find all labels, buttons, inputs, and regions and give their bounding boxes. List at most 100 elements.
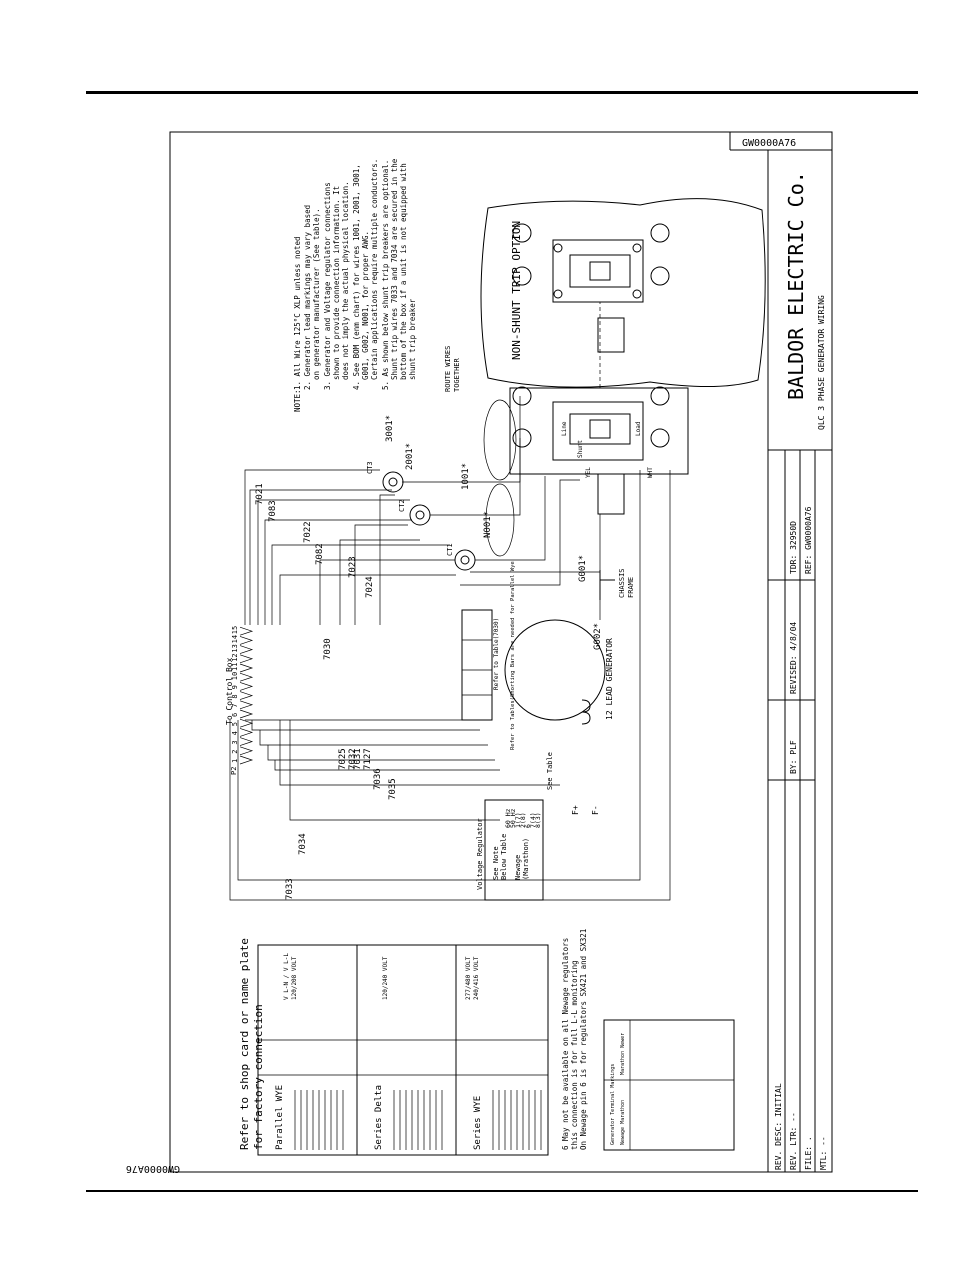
ct2-label: CT2 (398, 499, 406, 512)
regulator-terminal: 6 (524, 824, 532, 828)
tb-mtl: MTL: -- (819, 1136, 828, 1170)
terminal-number: 6 (231, 713, 239, 717)
wire-number: 7127 (363, 748, 373, 770)
wire-number: 7030 (323, 638, 333, 660)
note-line: 2. Generator lead markings may vary base… (303, 205, 312, 390)
regulator-terminal: 2(8) (519, 812, 527, 828)
tb-rev-ltr: REV. LTR: -- (789, 1112, 798, 1170)
below-table: Below Table (500, 834, 508, 880)
drawing-number-bottom: GW0000A76 (126, 1163, 180, 1174)
generator-label: 12 LEAD GENERATOR (605, 638, 614, 720)
route-wires-2: TOGETHER (453, 357, 461, 392)
marking-col-2: Marathon Newer (620, 1033, 626, 1075)
wire-number: 1001* (461, 463, 471, 490)
label-yel: YEL (585, 467, 592, 478)
label-shunt: Shunt (577, 440, 584, 458)
shunt-trip-box (509, 387, 689, 475)
wire-number: 3001* (385, 415, 395, 442)
breakout-board (461, 609, 493, 721)
note-line: bottom of the box if a unit is not equip… (399, 163, 408, 380)
wire-number: 7022 (303, 521, 313, 543)
terminal-pin (239, 737, 254, 746)
voltage-4: 277/480 VOLT (465, 956, 472, 1000)
regulator-terminal: 7(4) (529, 812, 537, 828)
voltage-1: V L-N / V L-L (283, 953, 290, 1000)
wire-number: 7036 (373, 768, 383, 790)
header-rule (86, 91, 918, 94)
terminal-pin (239, 654, 254, 664)
chassis-ground (599, 570, 615, 600)
voltage-5: 240/416 VOLT (473, 956, 480, 1000)
terminal-pin (239, 645, 254, 654)
terminal-number: 8 (231, 694, 239, 698)
non-shunt-cloud (480, 198, 766, 388)
terminal-pin (239, 700, 254, 710)
table-series-delta: Series Delta (374, 1085, 384, 1150)
marking-col-1: Newage Marathon (620, 1100, 626, 1145)
newage: Newage (514, 855, 522, 880)
terminal-number: 14 (231, 635, 239, 643)
voltage-2: 120/208 VOLT (291, 956, 298, 1000)
terminal-number: 3 (231, 740, 239, 744)
note-line: shown to provide connection information.… (332, 186, 341, 380)
wire-number: G001* (578, 555, 588, 582)
wire-number: G002* (593, 623, 603, 650)
see-table: See Table (546, 752, 554, 790)
note-line: Certain applications require multiple co… (370, 159, 379, 380)
connection-tables (257, 944, 549, 1156)
non-shunt-breaker (512, 223, 670, 353)
terminal-pin (239, 636, 254, 645)
tb-by: BY: PLF (789, 740, 798, 774)
non-shunt-label: NON-SHUNT TRIP OPTION (510, 221, 523, 360)
wire-number: 2001* (405, 443, 415, 470)
terminal-number: 1 (231, 759, 239, 763)
terminal-number: 7 (231, 704, 239, 708)
terminal-number: 12 (231, 653, 239, 661)
table-parallel-wye: Parallel WYE (275, 1085, 285, 1150)
footnote-1: 6 May not be available on all Newage reg… (561, 938, 570, 1150)
title-block (729, 132, 832, 1172)
p2-label: P2 (230, 767, 238, 775)
marathon: (Marathon) (522, 838, 530, 880)
note-line: shunt trip breaker (408, 298, 417, 380)
wire-number: 7024 (365, 576, 375, 598)
refer-shop-card-1: Refer to shop card or name plate (238, 938, 251, 1150)
terminal-pin (239, 746, 254, 756)
terminal-pin (239, 709, 254, 719)
terminal-pin (239, 728, 254, 737)
drawing-border (169, 131, 833, 1173)
regulator-terminal: 50 Hz (509, 808, 517, 828)
terminal-pin (239, 663, 254, 673)
note-line: 3. Generator and Voltage regulator conne… (323, 182, 332, 390)
table-rows (294, 1090, 542, 1150)
voltage-regulator-label: Voltage Regulator (476, 818, 484, 890)
voltage-3: 120/240 VOLT (382, 956, 389, 1000)
ct1-label: CT1 (446, 543, 454, 556)
footnote-2: this connection is for full L-L monitori… (570, 960, 579, 1150)
note-line: on generator manufacturer (See table). (312, 208, 321, 380)
shunt-breaker (512, 386, 670, 515)
wire-number: 7032 (348, 748, 358, 770)
wire-number: 7023 (348, 556, 358, 578)
wire-number: 7021 (255, 483, 265, 505)
wire-number: 7034 (298, 833, 308, 855)
tb-tdr: TDR: 32950D (789, 521, 798, 574)
regulator-terminal: 60 Hz (504, 808, 512, 828)
terminal-pin (239, 682, 254, 691)
terminal-number: 4 (231, 731, 239, 735)
terminal-number: 10 (231, 672, 239, 680)
see-note: See Note (492, 846, 500, 880)
tb-ref: REF: GW0000A76 (804, 506, 813, 574)
terminal-number: 9 (231, 685, 239, 689)
f-plus-label: F+ (571, 805, 580, 815)
generator (504, 619, 606, 725)
tb-revised: REVISED: 4/8/04 (789, 622, 798, 694)
marking-title: Generator Terminal Markings (610, 1064, 616, 1145)
wire-number: N001* (483, 511, 493, 538)
wire-number: 7031 (353, 748, 363, 770)
f-minus-label: F- (591, 805, 600, 815)
